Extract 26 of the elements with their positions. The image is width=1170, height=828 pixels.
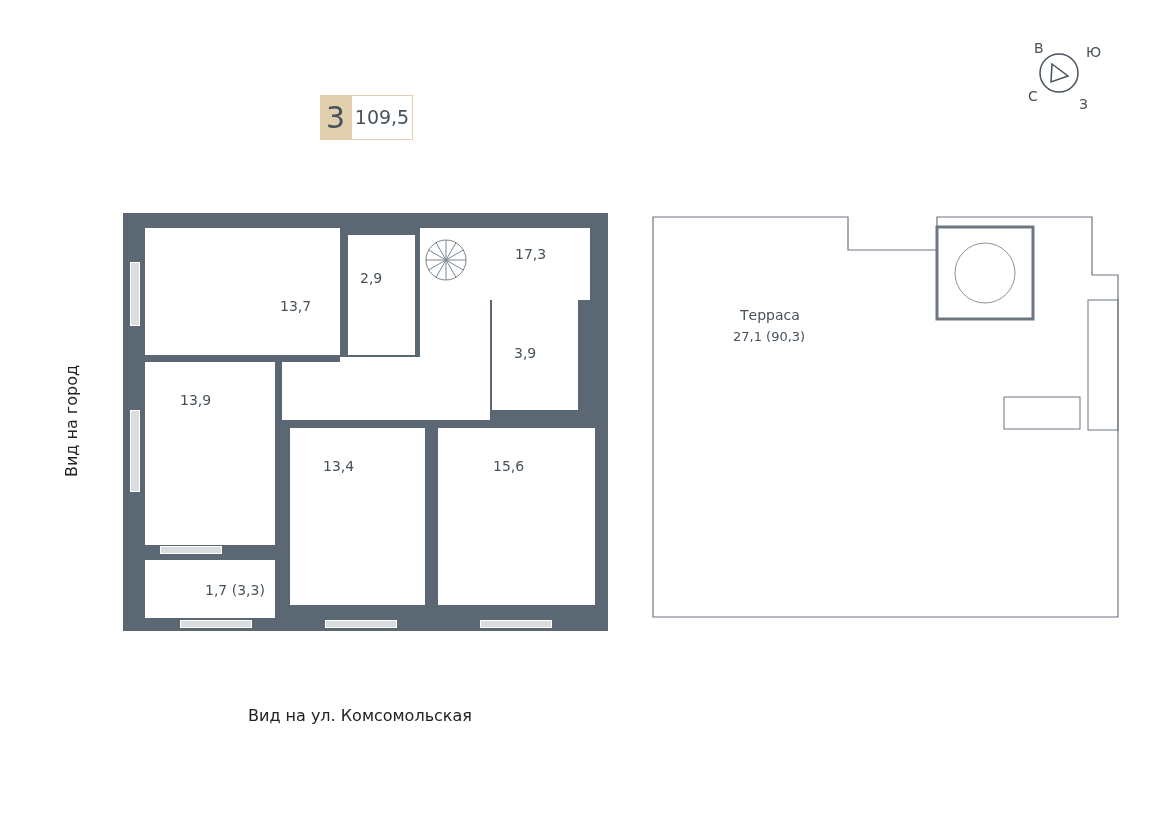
room-floor — [438, 428, 595, 605]
room-floor — [290, 428, 425, 605]
area-label: 13,9 — [180, 392, 212, 408]
area-label: 13,4 — [323, 458, 355, 474]
room-floor — [348, 235, 415, 355]
area-label: 1,7 (3,3) — [205, 582, 265, 598]
room-floor — [492, 300, 578, 410]
compass-letter: Ю — [1086, 44, 1102, 60]
area-label: 13,7 — [280, 298, 312, 314]
room-floor — [145, 228, 340, 355]
area-label: 2,9 — [360, 270, 383, 286]
total-area-badge: 109,5 — [351, 95, 413, 140]
area-label: 15,6 — [493, 458, 525, 474]
room-floor — [420, 228, 590, 300]
room-count-badge: 3 — [320, 95, 351, 140]
room-floor — [145, 362, 275, 545]
view-note: Вид на город — [62, 365, 81, 478]
area-label: 3,9 — [514, 345, 537, 361]
room-name: Терраса — [740, 307, 800, 323]
compass-letter: З — [1079, 96, 1088, 112]
view-note: Вид на ул. Комсомольская — [248, 706, 472, 725]
balcony-floor — [145, 560, 275, 618]
area-label: 17,3 — [515, 246, 547, 262]
compass-letter: В — [1034, 40, 1044, 56]
area-label: 27,1 (90,3) — [733, 329, 806, 344]
compass-letter: С — [1028, 88, 1038, 104]
